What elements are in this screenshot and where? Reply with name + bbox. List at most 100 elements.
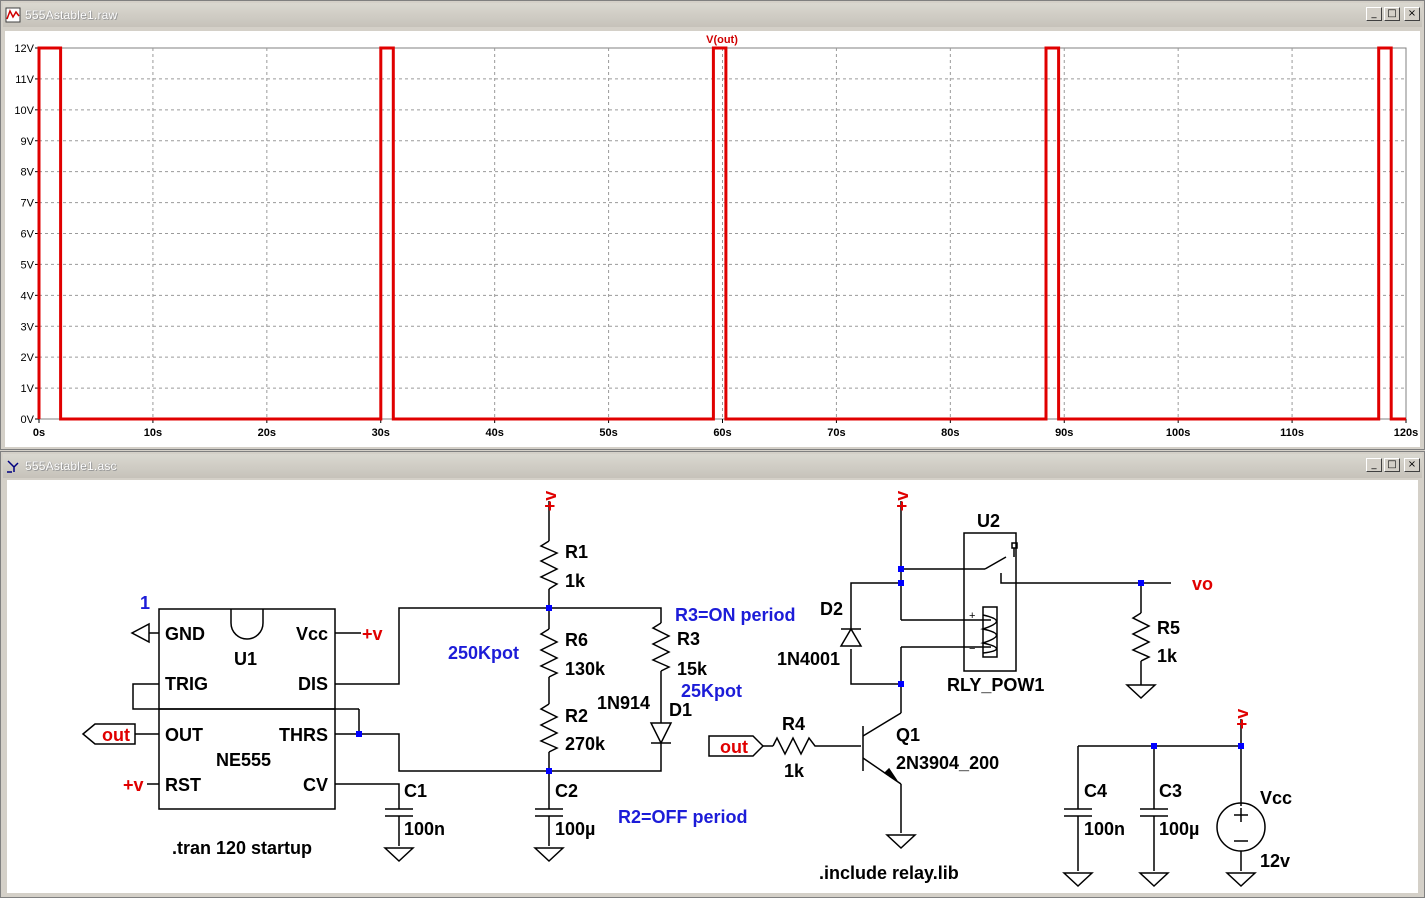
r1-label: R1 [565,542,588,562]
trace-vout [37,46,1406,421]
r6-value: 130k [565,659,606,679]
tran-directive: .tran 120 startup [172,838,312,858]
pot25-label: 25Kpot [681,681,742,701]
c2-value: 100µ [555,819,595,839]
r4-label: R4 [782,714,805,734]
minimize-button[interactable]: _ [1366,458,1382,472]
y-tick-label: 6V [21,229,35,241]
close-button[interactable]: × [1404,458,1420,472]
r4-value: 1k [784,761,805,781]
d2-model: 1N4001 [777,649,840,669]
plus-v-supply: +v [1232,709,1252,730]
schematic-window-titlebar[interactable]: 555Astable1.asc _ □ × [3,454,1422,478]
out-net-tag-q1[interactable] [708,735,765,757]
waveform-icon [5,7,21,23]
restore-button[interactable]: □ [1384,7,1400,21]
q1-model: 2N3904_200 [896,753,999,773]
relay-model: RLY_POW1 [947,675,1044,695]
r6-label: R6 [565,630,588,650]
r3-note: R3=ON period [675,605,796,625]
r2-value: 270k [565,734,606,754]
close-button[interactable]: × [1404,7,1420,21]
d2-label: D2 [820,599,843,619]
vcc-source-value: 12v [1260,851,1290,871]
ground-symbol [383,847,415,863]
y-tick-label: 2V [21,352,35,364]
c4-value: 100n [1084,819,1125,839]
y-tick-label: 4V [21,290,35,302]
y-tick-label: 10V [14,105,34,117]
x-tick-label: 30s [372,427,390,439]
rst-pin-label: RST [165,775,201,795]
y-tick-label: 1V [21,383,35,395]
r3-value: 15k [677,659,708,679]
vcc-pin-label: Vcc [296,624,328,644]
cv-pin-label: CV [303,775,328,795]
x-tick-label: 110s [1280,427,1304,439]
x-tick-label: 90s [1055,427,1073,439]
thrs-pin-label: THRS [279,725,328,745]
c4-label: C4 [1084,781,1107,801]
vcc-source-label: Vcc [1260,788,1292,808]
x-tick-label: 0s [33,427,45,439]
u2-label: U2 [977,511,1000,531]
plus-v-relay: +v [892,491,912,512]
restore-button[interactable]: □ [1384,458,1400,472]
ground-symbol [885,834,917,850]
x-tick-label: 100s [1166,427,1190,439]
schematic-drawing[interactable]: + − [7,480,1420,895]
dis-pin-label: DIS [298,674,328,694]
plot-grid [38,47,1407,420]
r5-value: 1k [1157,646,1178,666]
y-tick-label: 11V [15,74,34,86]
y-tick-label: 9V [21,136,35,148]
c3-value: 100µ [1159,819,1199,839]
r2-label: R2 [565,706,588,726]
y-tick-label: 8V [21,167,35,179]
c1-label: C1 [404,781,427,801]
r3-label: R3 [677,629,700,649]
out-net-label: out [102,725,130,745]
x-tick-label: 50s [599,427,617,439]
c2-label: C2 [555,781,578,801]
ground-symbol [1062,872,1094,888]
u1-label: U1 [234,649,257,669]
schematic-window: 555Astable1.asc _ □ × [0,451,1425,898]
out-net-tag[interactable] [81,723,136,745]
svg-text:+: + [969,610,975,622]
ground-symbol [1225,872,1257,888]
y-tick-label: 5V [21,259,35,271]
r1-value: 1k [565,571,586,591]
pot250-label: 250Kpot [448,643,519,663]
d1-label: D1 [669,700,692,720]
y-tick-label: 0V [21,414,35,426]
schematic-icon [7,460,19,473]
plus-v-r1: +v [540,491,560,512]
chip-notch [230,609,264,640]
include-directive: .include relay.lib [819,863,959,883]
c1-value: 100n [404,819,445,839]
ne555-label: NE555 [216,750,271,770]
d1-model: 1N914 [597,693,650,713]
schematic-canvas[interactable]: + − [7,480,1418,893]
ground-symbol [1125,684,1157,700]
ground-symbol [1138,872,1170,888]
y-tick-label: 7V [21,198,35,210]
svg-text:−: − [969,643,975,655]
ground-arrow-symbol [130,622,150,644]
series-line-V(out)[interactable] [37,46,1406,421]
plus-v-rst: +v [123,775,144,795]
x-tick-label: 120s [1394,427,1418,439]
x-tick-label: 70s [827,427,845,439]
trace-label[interactable]: V(out) [706,34,738,46]
x-tick-label: 20s [258,427,276,439]
schematic-window-title: 555Astable1.asc [25,459,117,473]
minimize-button[interactable]: _ [1366,7,1382,21]
waveform-window-titlebar[interactable]: 555Astable1.raw _ □ × [3,3,1422,27]
x-tick-label: 60s [713,427,731,439]
ground-symbol [533,847,565,863]
x-tick-label: 40s [485,427,503,439]
plus-v-vcc: +v [362,624,383,644]
